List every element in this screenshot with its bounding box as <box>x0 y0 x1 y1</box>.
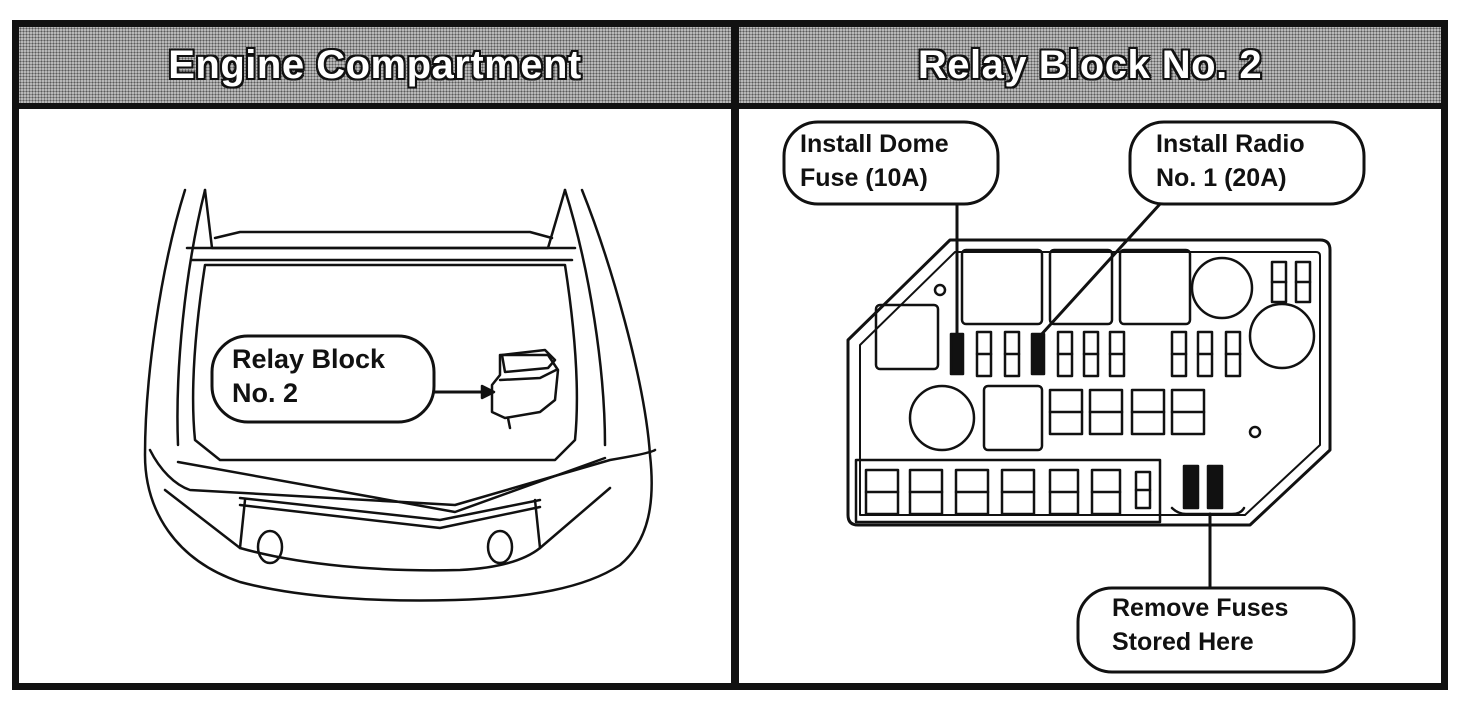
remove-fuses-callout-box <box>1076 586 1356 674</box>
fuse-radio-slot <box>1030 332 1046 376</box>
relay-top-2 <box>1048 248 1114 326</box>
relay-board-outline <box>846 238 1332 527</box>
engine-compartment-header: Engine Compartment <box>19 27 731 109</box>
relay-block-board <box>846 238 1332 527</box>
panel-divider <box>731 27 739 683</box>
relay-block-header: Relay Block No. 2 <box>739 27 1441 109</box>
relay-round-1 <box>1190 256 1254 320</box>
relay-block-arrowhead <box>480 384 496 400</box>
car-illustration <box>143 188 657 602</box>
stored-fuse-2 <box>1206 464 1224 510</box>
radio-fuse-callout-line1: Install Radio <box>1156 130 1305 158</box>
relay-block-component <box>490 348 560 430</box>
relay-lower-square <box>982 384 1044 452</box>
fuse-storage-strip <box>854 458 1162 524</box>
stored-fuse-1 <box>1182 464 1200 510</box>
headlight-right <box>486 529 514 565</box>
relay-block-title: Relay Block No. 2 <box>917 42 1263 87</box>
car-hood <box>203 188 567 250</box>
radio-fuse-callout-box <box>1128 120 1366 206</box>
dome-fuse-callout-box <box>782 120 1000 206</box>
dome-fuse-callout-line1: Install Dome <box>800 130 949 158</box>
relay-round-2 <box>1248 302 1316 370</box>
radio-fuse-callout-line2: No. 1 (20A) <box>1156 164 1287 192</box>
relay-round-3 <box>908 384 976 452</box>
car-body-outline <box>143 188 653 602</box>
fuse-dome-slot <box>949 332 965 376</box>
remove-fuses-callout-line2: Stored Here <box>1112 628 1254 656</box>
relay-top-3 <box>1118 248 1192 326</box>
engine-bay <box>191 263 579 462</box>
radio-fuse-leader <box>1038 202 1162 338</box>
engine-compartment-title: Engine Compartment <box>168 42 582 87</box>
relay-block-callout-line2: No. 2 <box>232 378 298 408</box>
relay-block-callout-line1: Relay Block <box>232 344 386 374</box>
remove-fuses-callout-line1: Remove Fuses <box>1112 594 1288 622</box>
front-bumper <box>148 448 657 507</box>
relay-block-callout-box <box>210 334 436 424</box>
relay-left-square <box>874 303 940 371</box>
dome-fuse-callout-line2: Fuse (10A) <box>800 164 928 192</box>
headlight-left <box>256 529 284 565</box>
relay-top-1 <box>960 248 1044 326</box>
